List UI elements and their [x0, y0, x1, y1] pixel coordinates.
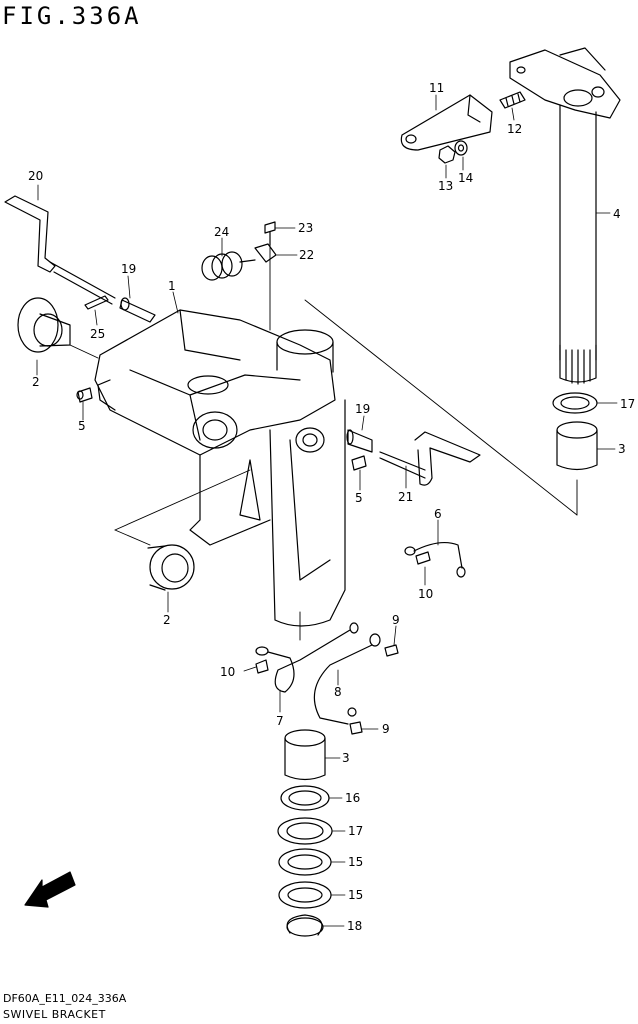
spring-24 [201, 251, 256, 281]
bushing-3-lower [284, 729, 326, 781]
screw-23 [264, 221, 276, 246]
callout-3-upper: 3 [618, 442, 626, 456]
callout-10-upper: 10 [418, 587, 433, 601]
bolt-9-lower [349, 721, 363, 735]
bolt-9-upper [384, 644, 399, 657]
callout-14: 14 [458, 171, 473, 185]
bolt-10-upper [415, 551, 431, 565]
callout-25: 25 [90, 327, 105, 341]
callout-10-lower: 10 [220, 665, 235, 679]
callout-24: 24 [214, 225, 229, 239]
callout-23: 23 [298, 221, 313, 235]
figure-code: DF60A_E11_024_336A [3, 992, 127, 1005]
callout-20: 20 [28, 169, 43, 183]
bushing-19-left [119, 297, 156, 323]
callout-17-upper: 17 [620, 397, 635, 411]
ground-wire-7 [255, 622, 359, 693]
callout-1: 1 [168, 279, 176, 293]
fwd-arrow-icon: FWD [24, 871, 76, 908]
bushing-3-upper [556, 421, 598, 471]
lever-20 [4, 195, 116, 305]
callout-22: 22 [299, 248, 314, 262]
callout-labels: 1 2 2 3 3 4 5 5 6 7 8 9 9 10 10 11 12 13… [28, 81, 635, 933]
grease-nipple-5-left [76, 387, 93, 403]
callout-4: 4 [613, 207, 621, 221]
ground-wire-8 [313, 633, 381, 725]
figure-name: SWIVEL BRACKET [3, 1008, 106, 1021]
grease-nipple-5-right [351, 455, 367, 471]
callout-7: 7 [276, 714, 284, 728]
nut-13 [438, 145, 456, 164]
ring-17-lower [277, 817, 333, 845]
callout-5-left: 5 [78, 419, 86, 433]
callout-16: 16 [345, 791, 360, 805]
flange-bushing-2-lower [147, 544, 195, 591]
pin-25 [84, 295, 109, 310]
steering-shaft [509, 47, 621, 385]
callout-15-b: 15 [348, 888, 363, 902]
callout-9-lower: 9 [382, 722, 390, 736]
leader-lines [36, 94, 618, 927]
snap-ring-18 [286, 914, 324, 937]
callout-11: 11 [429, 81, 444, 95]
callout-19-right: 19 [355, 402, 370, 416]
callout-5-right: 5 [355, 491, 363, 505]
callout-2-lower: 2 [163, 613, 171, 627]
washer-14 [454, 140, 468, 156]
callout-9-upper: 9 [392, 613, 400, 627]
ring-16 [280, 785, 330, 811]
swivel-bracket-body [94, 309, 346, 627]
callout-12: 12 [507, 122, 522, 136]
callout-2-left: 2 [32, 375, 40, 389]
ring-15-a [278, 848, 332, 876]
callout-21: 21 [398, 490, 413, 504]
ground-wire-6 [404, 541, 466, 578]
washer-17-upper [552, 392, 598, 414]
clamp-22 [254, 243, 277, 263]
figure-title: FIG.336A [2, 2, 142, 30]
flange-bushing-2-left [17, 297, 71, 353]
ring-15-b [278, 881, 332, 909]
tiller-arm-bracket [400, 94, 493, 151]
callout-8: 8 [334, 685, 342, 699]
callout-3-lower: 3 [342, 751, 350, 765]
callout-13: 13 [438, 179, 453, 193]
callout-6: 6 [434, 507, 442, 521]
callout-19-left: 19 [121, 262, 136, 276]
bolt-10-lower [255, 659, 269, 674]
bushing-19-right [346, 429, 373, 453]
callout-18: 18 [347, 919, 362, 933]
callout-15-a: 15 [348, 855, 363, 869]
callout-17-lower: 17 [348, 824, 363, 838]
lever-21 [379, 431, 481, 486]
bolt-12 [499, 91, 526, 109]
